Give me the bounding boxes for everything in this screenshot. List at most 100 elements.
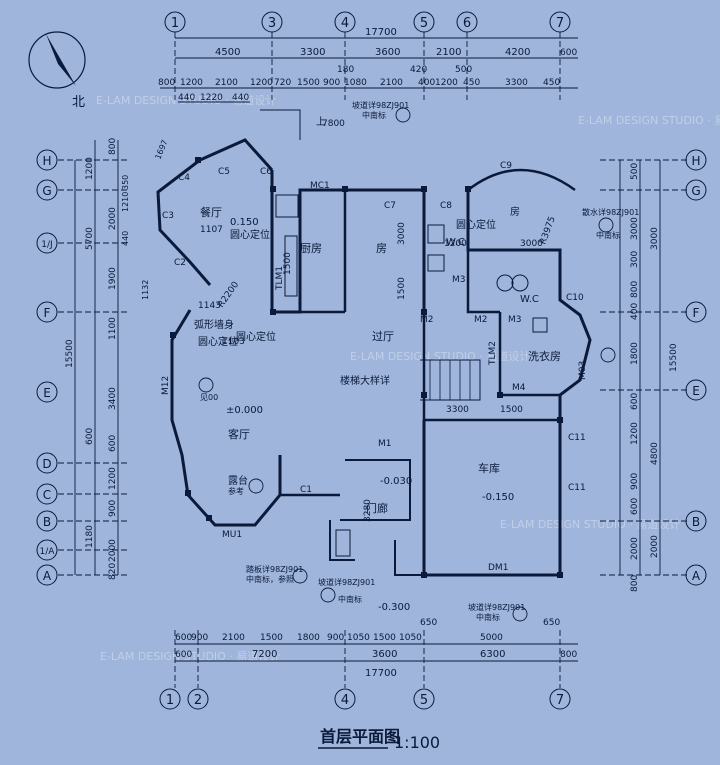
room-bedroom: 房 [376, 242, 387, 255]
dim-top: 450 [543, 78, 560, 88]
dim-right: 2000 [650, 535, 660, 558]
detail-ref: 坡道详98ZJ901 [352, 100, 409, 110]
dim-left: 3400 [108, 387, 118, 410]
axis-label-left: E [43, 386, 51, 400]
center-position-note: 圆心定位 [198, 335, 238, 348]
axis-label-left: F [44, 306, 51, 320]
door-label: M03 [578, 361, 588, 380]
dim-top: 2100 [436, 47, 461, 58]
axis-label-left: G [42, 184, 51, 198]
door-label: MC1 [310, 181, 330, 191]
dim-bottom: 1500 [373, 633, 396, 643]
room-kitchen: 厨房 [300, 242, 322, 255]
watermark-text: E-LAM DESIGN STUDIO · 易道设计 [500, 517, 680, 531]
axis-label-left: 1/J [41, 240, 52, 250]
dim-right: 1800 [630, 342, 640, 365]
dim-inner: 1107 [200, 225, 223, 235]
detail-ref: 中南标 [338, 594, 362, 604]
dim-right: 4800 [650, 442, 660, 465]
door-label: TLM2 [488, 341, 498, 366]
window-label: C7 [384, 201, 396, 211]
door-label: M12 [161, 376, 171, 395]
dim-top: 2100 [215, 78, 238, 88]
dim-top: 3300 [300, 47, 325, 58]
dim-bottom: 1050 [347, 633, 370, 643]
room-label: 房 [510, 205, 520, 218]
dim-right: 600 [630, 393, 640, 410]
dim-bottom: 1050 [399, 633, 422, 643]
axis-label-right: B [692, 515, 700, 529]
dim-bottom: 600 [175, 650, 192, 660]
detail-ref: 坡道详98ZJ901 [318, 577, 375, 587]
door-label: M1 [378, 439, 392, 449]
dim-left: 900 [108, 500, 118, 517]
axis-label-left: H [42, 154, 51, 168]
dim-top: 1500 [297, 78, 320, 88]
window-label: C6 [260, 167, 272, 177]
center-position-note: 圆心定位 [456, 218, 496, 231]
door-label: M2 [474, 315, 488, 325]
room-terrace: 露台 [228, 474, 248, 487]
window-label: C1 [300, 485, 312, 495]
axis-bubbles-right [685, 149, 707, 586]
dim-bottom: 5000 [480, 633, 503, 643]
dim-right: 1200 [630, 422, 640, 445]
axis-label-right: E [692, 384, 700, 398]
dimension-lines [58, 32, 690, 688]
axis-label-bottom: 4 [341, 693, 349, 708]
dim-right: 2000 [630, 537, 640, 560]
dim-left: 1180 [85, 525, 95, 548]
center-position-note: 圆心定位 [230, 228, 270, 241]
dim-left: 2000 [108, 207, 118, 230]
dim-top: 1200 [435, 78, 458, 88]
dim-total-right: 15500 [669, 343, 679, 372]
axis-label-bottom: 2 [194, 693, 202, 708]
dim-left-small: 1210 [121, 192, 130, 212]
window-label: C9 [500, 161, 512, 171]
room-entrance: 门廊 [366, 501, 388, 515]
dim-top: 720 [274, 78, 291, 88]
window-label: C11 [568, 483, 586, 493]
dim-bottom: 650 [420, 618, 437, 628]
door-label: DM1 [488, 563, 508, 573]
watermark-text: E-LAM DESIGN STUDIO · 易道设计 [350, 349, 530, 363]
door-label: MU1 [222, 530, 242, 540]
axis-label-right: F [693, 306, 700, 320]
dim-left: 1200 [108, 467, 118, 490]
watermark-text: E-LAM DESIGN STUDIO · 易道设计 [100, 649, 280, 663]
dim-right: 400 [630, 303, 640, 320]
dim-top: 900 [323, 78, 340, 88]
dim-top: 2100 [380, 78, 403, 88]
axis-label-right: G [691, 184, 700, 198]
dim-inner: 1143 [198, 301, 221, 311]
dim-inner: 1500 [500, 405, 523, 415]
room-wc2: W.C [520, 294, 539, 305]
room-hall: 过厅 [372, 330, 394, 343]
dim-right: 500 [630, 163, 640, 180]
window-label: C3 [162, 211, 174, 221]
detail-ref: 参考 [228, 486, 244, 496]
north-label: 北 [72, 95, 85, 110]
dim-top: 440 [232, 93, 249, 103]
dim-total-top: 17700 [365, 27, 397, 38]
dim-bottom: 2100 [222, 633, 245, 643]
dim-inner: 3300 [446, 405, 469, 415]
dim-top: 440 [178, 93, 195, 103]
axis-label-bottom: 5 [420, 693, 428, 708]
dim-inner: 1200 [444, 239, 467, 249]
level-entrance: -0.030 [380, 476, 412, 487]
detail-ref: 中南标 [596, 230, 620, 240]
detail-ref: 踏板详98ZJ901 [246, 564, 303, 574]
arc-wall-note: 弧形墙身 [194, 318, 234, 331]
axis-label-left: D [42, 457, 51, 471]
dim-top: 3600 [375, 47, 400, 58]
detail-ref: 中南标 [362, 110, 386, 120]
dim-left-small: 1132 [141, 280, 150, 300]
dim-bottom: 650 [543, 618, 560, 628]
room-dining: 餐厅 [200, 205, 222, 219]
level-living: ±0.000 [226, 405, 263, 416]
dim-inner: 1103 [222, 337, 245, 347]
dim-inner: 3280 [363, 499, 373, 522]
columns [170, 157, 563, 578]
axis-bubbles-top [164, 11, 571, 33]
